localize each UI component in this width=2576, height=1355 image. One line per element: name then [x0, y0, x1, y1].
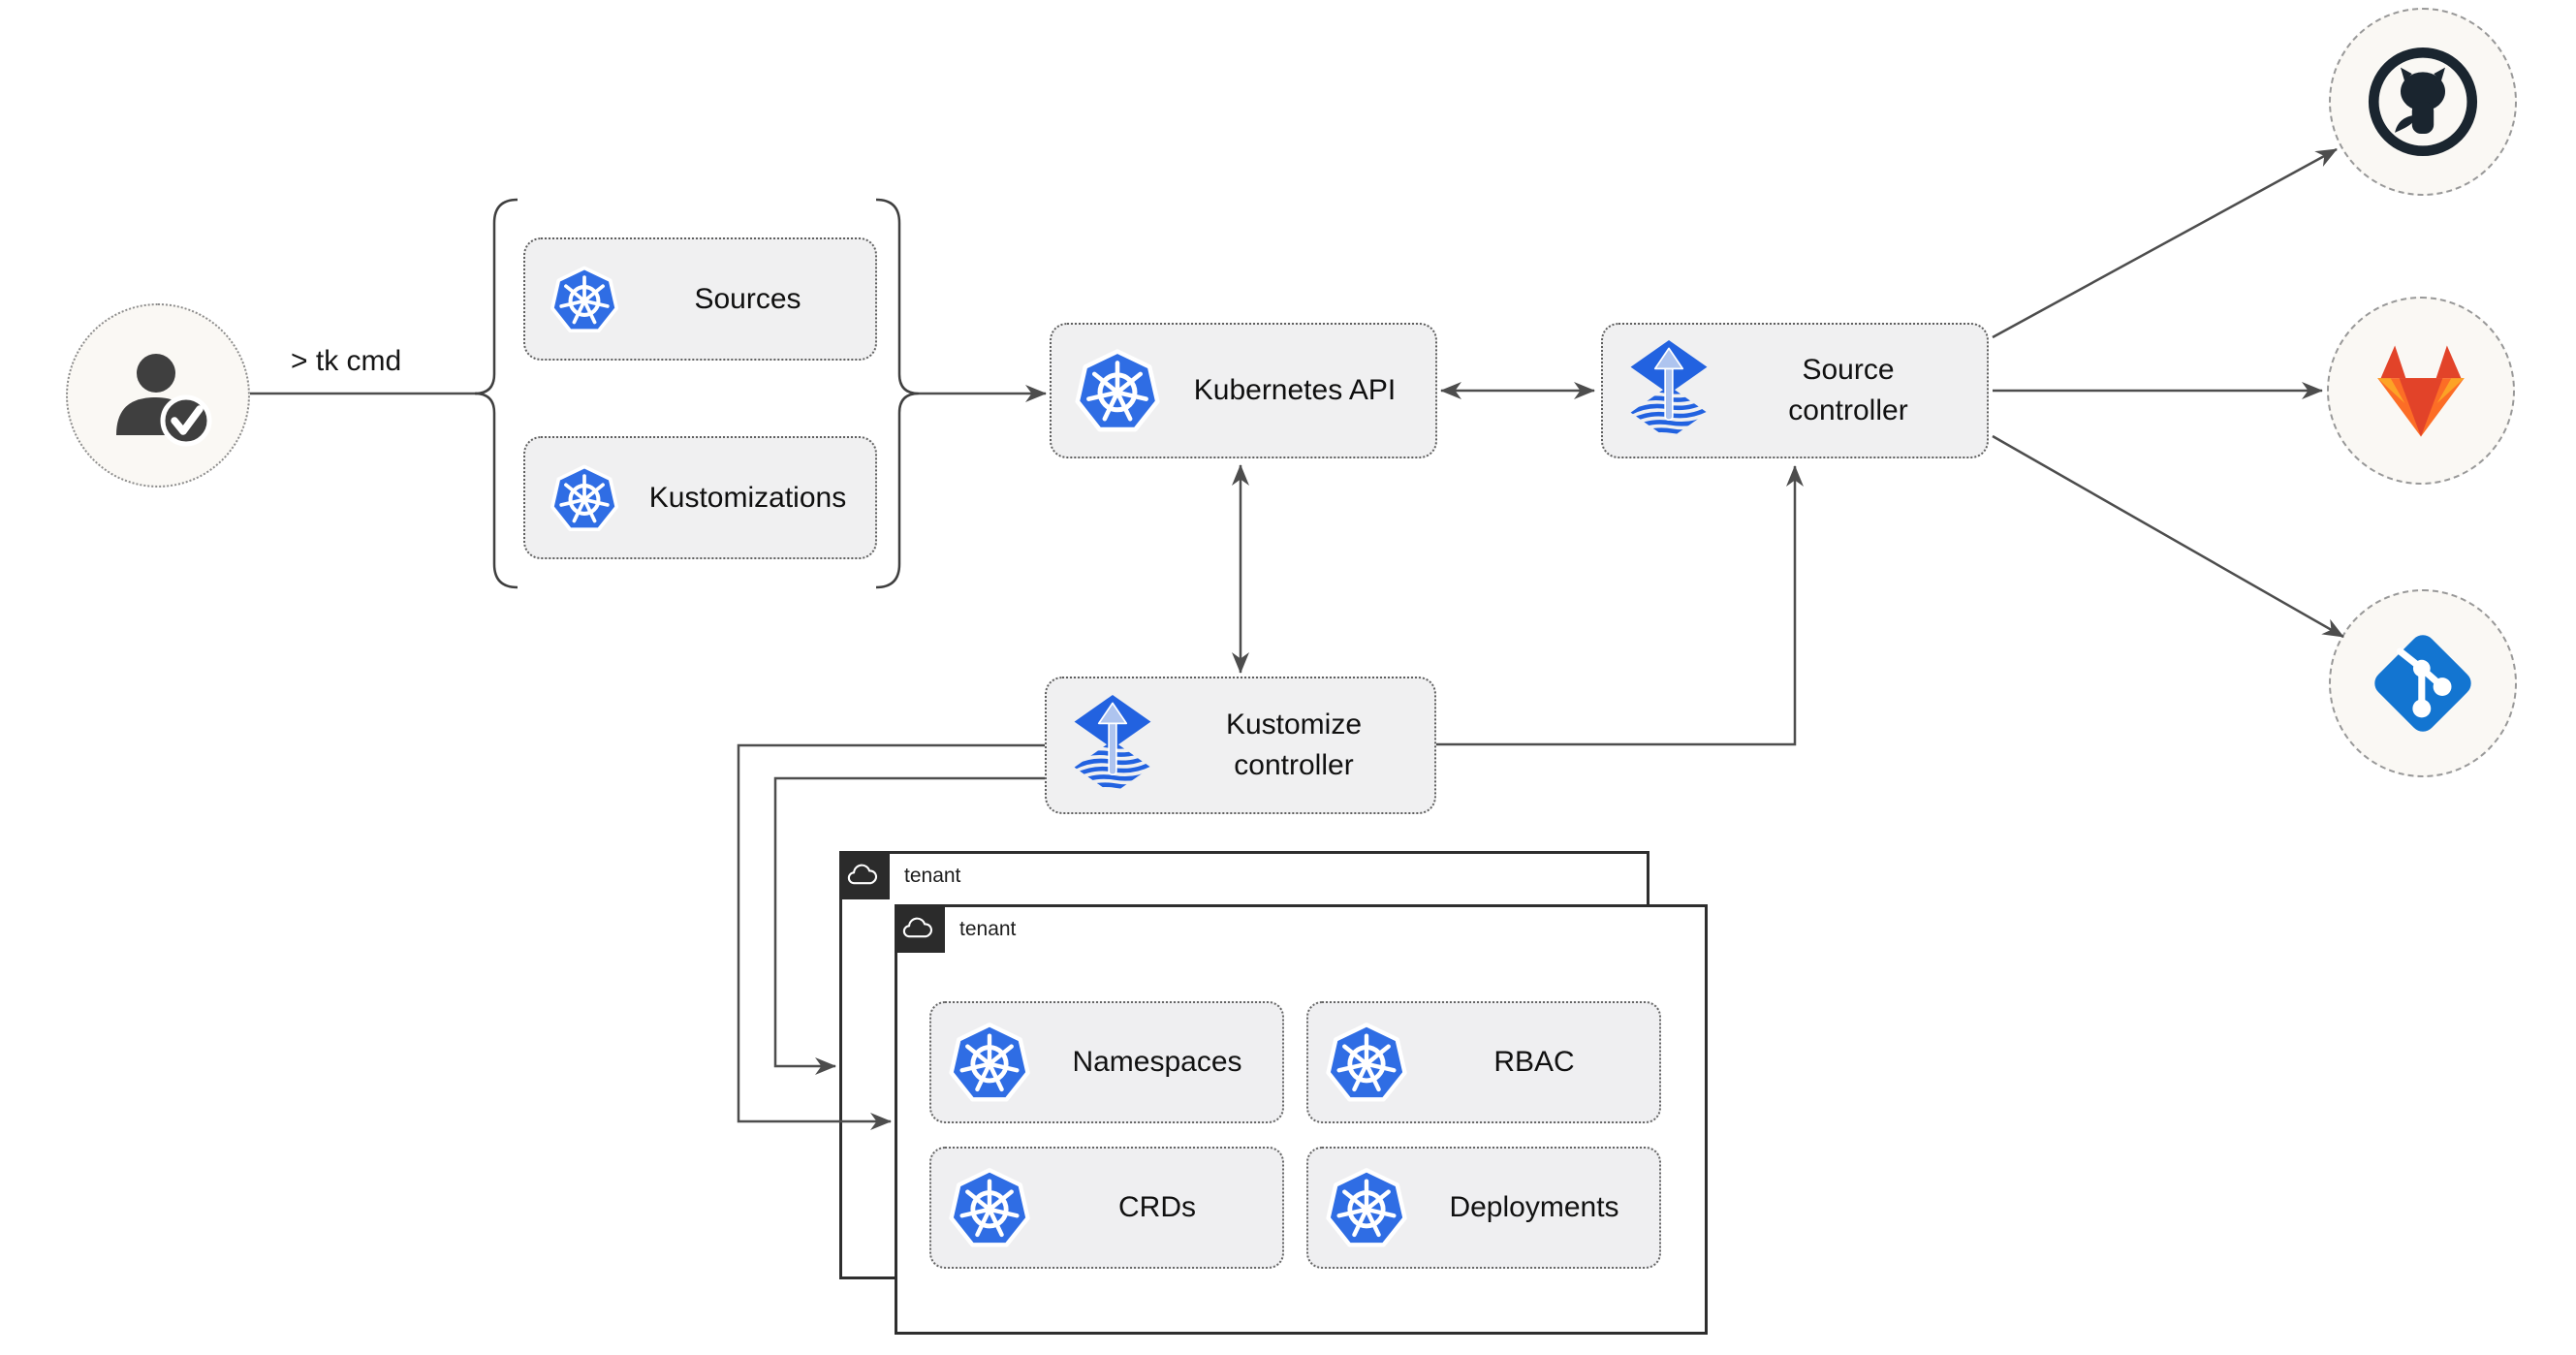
node-namespaces: Namespaces	[929, 1001, 1284, 1123]
tenant-window-front: tenant Namespaces RBAC CRDs Deployments	[895, 904, 1708, 1335]
tenant-tab	[895, 904, 945, 953]
kubernetes-icon	[1324, 1165, 1409, 1250]
node-deployments-label: Deployments	[1449, 1191, 1619, 1223]
node-source-controller-label: Source controller	[1788, 354, 1908, 426]
flux-icon	[1072, 695, 1153, 796]
kubernetes-icon	[1073, 346, 1162, 435]
node-kustomizations-label: Kustomizations	[648, 481, 847, 514]
kubernetes-icon	[947, 1165, 1032, 1250]
node-crds-label: CRDs	[1118, 1191, 1196, 1223]
github-icon	[2366, 45, 2480, 159]
node-kustomize-controller: Kustomize controller	[1045, 677, 1436, 814]
edge-source-to-github	[1992, 147, 2338, 339]
tenant-label: tenant	[904, 865, 961, 887]
node-kubernetes-api: Kubernetes API	[1050, 323, 1437, 458]
node-rbac-label: RBAC	[1493, 1046, 1575, 1078]
node-sources-label: Sources	[694, 282, 801, 315]
node-namespaces-label: Namespaces	[1072, 1046, 1242, 1078]
node-source-controller: Source controller	[1601, 323, 1989, 458]
cloud-icon	[902, 917, 933, 938]
group-brace-left	[474, 198, 518, 589]
kubernetes-icon	[549, 264, 620, 335]
kubernetes-icon	[947, 1020, 1032, 1105]
tenant-tab	[839, 851, 890, 899]
group-brace-right	[875, 198, 920, 589]
provider-github	[2329, 8, 2517, 196]
provider-gitlab	[2327, 297, 2515, 485]
user-node	[66, 303, 250, 488]
kubernetes-icon	[1324, 1020, 1409, 1105]
cloud-icon	[847, 864, 878, 885]
node-kustomizations: Kustomizations	[523, 436, 877, 559]
flux-icon	[1628, 340, 1710, 441]
provider-git	[2329, 589, 2517, 777]
gitlab-icon	[2377, 344, 2465, 437]
git-icon	[2366, 626, 2480, 741]
kubernetes-icon	[549, 462, 620, 534]
node-sources: Sources	[523, 237, 877, 361]
node-kubernetes-api-label: Kubernetes API	[1193, 374, 1397, 406]
cli-command-label: > tk cmd	[291, 345, 402, 377]
node-crds: CRDs	[929, 1147, 1284, 1269]
person-check-icon	[101, 338, 215, 453]
edge-kustomize-to-source	[1436, 465, 1804, 746]
node-rbac: RBAC	[1306, 1001, 1661, 1123]
node-kustomize-controller-label: Kustomize controller	[1225, 709, 1363, 781]
node-deployments: Deployments	[1306, 1147, 1661, 1269]
edge-source-to-git	[1992, 434, 2344, 639]
tenant-label: tenant	[959, 918, 1017, 940]
